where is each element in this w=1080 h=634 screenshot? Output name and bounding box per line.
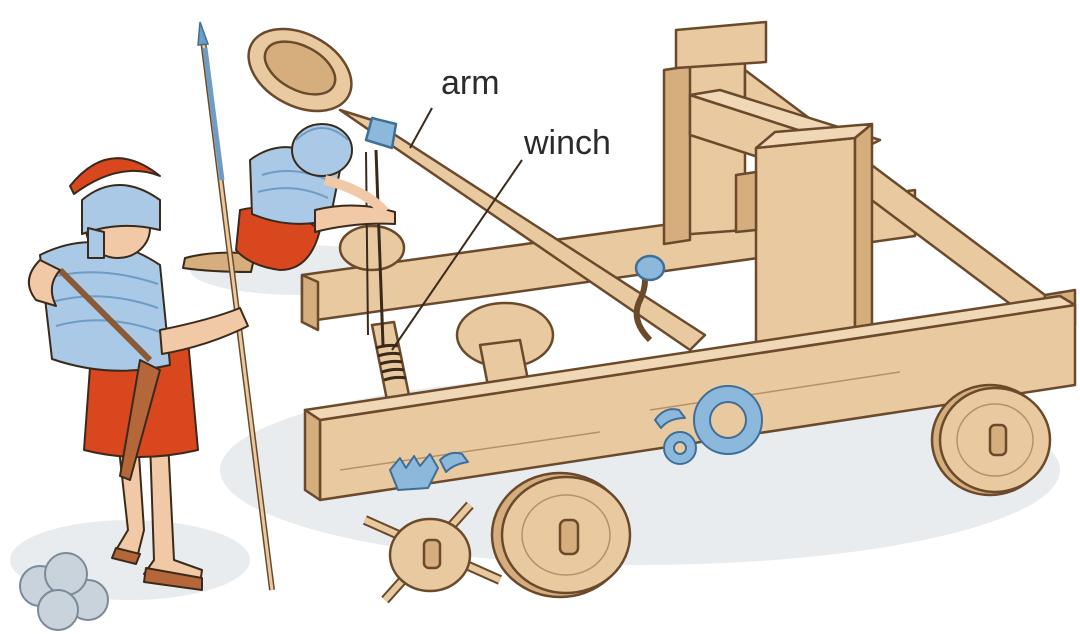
arm-collar (364, 116, 398, 150)
front-wheel-icon (490, 471, 632, 599)
stone-ammunition-icon (19, 552, 109, 631)
winch-label: winch (524, 124, 611, 162)
catapult-icon (247, 20, 1077, 604)
front-frame-post (754, 136, 857, 354)
winch-rope (374, 149, 385, 346)
throwing-arm (338, 108, 707, 352)
spoked-winch-wheel-icon (362, 501, 503, 604)
rear-wheel-icon (930, 383, 1052, 497)
gear-ratchet-icon (654, 385, 763, 465)
spear-icon (197, 21, 275, 591)
winch-callout-line (391, 159, 523, 351)
winch-drum (370, 320, 412, 407)
winch-ratchet-icon (389, 451, 469, 491)
winch-rope-coils (375, 343, 407, 382)
roman-soldier-standing-icon (28, 157, 249, 591)
arm-label: arm (441, 64, 500, 102)
roman-soldier-kneeling-icon (182, 123, 396, 273)
arm-callout-line (409, 107, 433, 149)
